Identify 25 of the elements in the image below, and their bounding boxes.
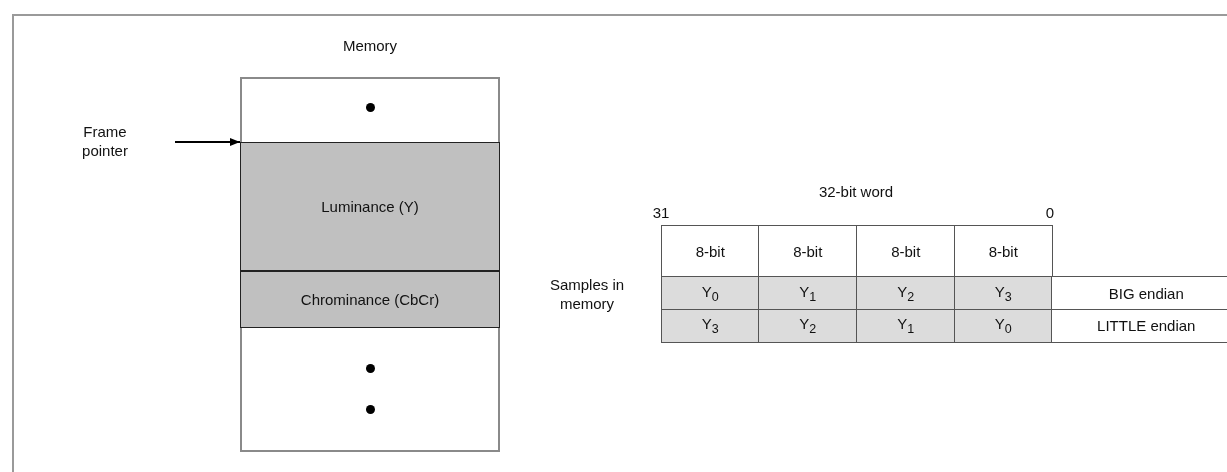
- table-cell: 8-bit: [856, 225, 956, 278]
- table-cell: Y$_{3}$: [661, 309, 760, 343]
- region-label: Luminance (Y): [321, 198, 419, 215]
- memory-region: [240, 142, 500, 271]
- table-cell: Y$_{0}$: [661, 276, 760, 311]
- table-cell: 8-bit: [954, 225, 1053, 278]
- annotation-text: 0: [1044, 203, 1056, 222]
- annotation-text: 31: [651, 203, 671, 222]
- table-cell: 8-bit: [758, 225, 858, 278]
- table-cell: Y$_{2}$: [758, 309, 858, 343]
- table-cell: Y$_{3}$: [954, 276, 1053, 311]
- table-cell: Y$_{1}$: [758, 276, 858, 311]
- table-cell: LITTLE endian: [1051, 309, 1227, 343]
- pointer-label: Frame pointer: [60, 122, 150, 160]
- memory-region: [240, 271, 500, 328]
- annotation-text: Samples in memory: [548, 275, 626, 313]
- region-label: Chrominance (CbCr): [300, 291, 440, 308]
- table-cell: BIG endian: [1051, 276, 1227, 311]
- table-cell: Y$_{1}$: [856, 309, 956, 343]
- annotation-text: 32-bit word: [817, 182, 895, 201]
- table-cell: Y$_{0}$: [954, 309, 1053, 343]
- table-cell: Y$_{2}$: [856, 276, 956, 311]
- table-cell: 8-bit: [661, 225, 760, 278]
- column-heading: Memory: [341, 37, 399, 54]
- arrow: [174, 138, 241, 146]
